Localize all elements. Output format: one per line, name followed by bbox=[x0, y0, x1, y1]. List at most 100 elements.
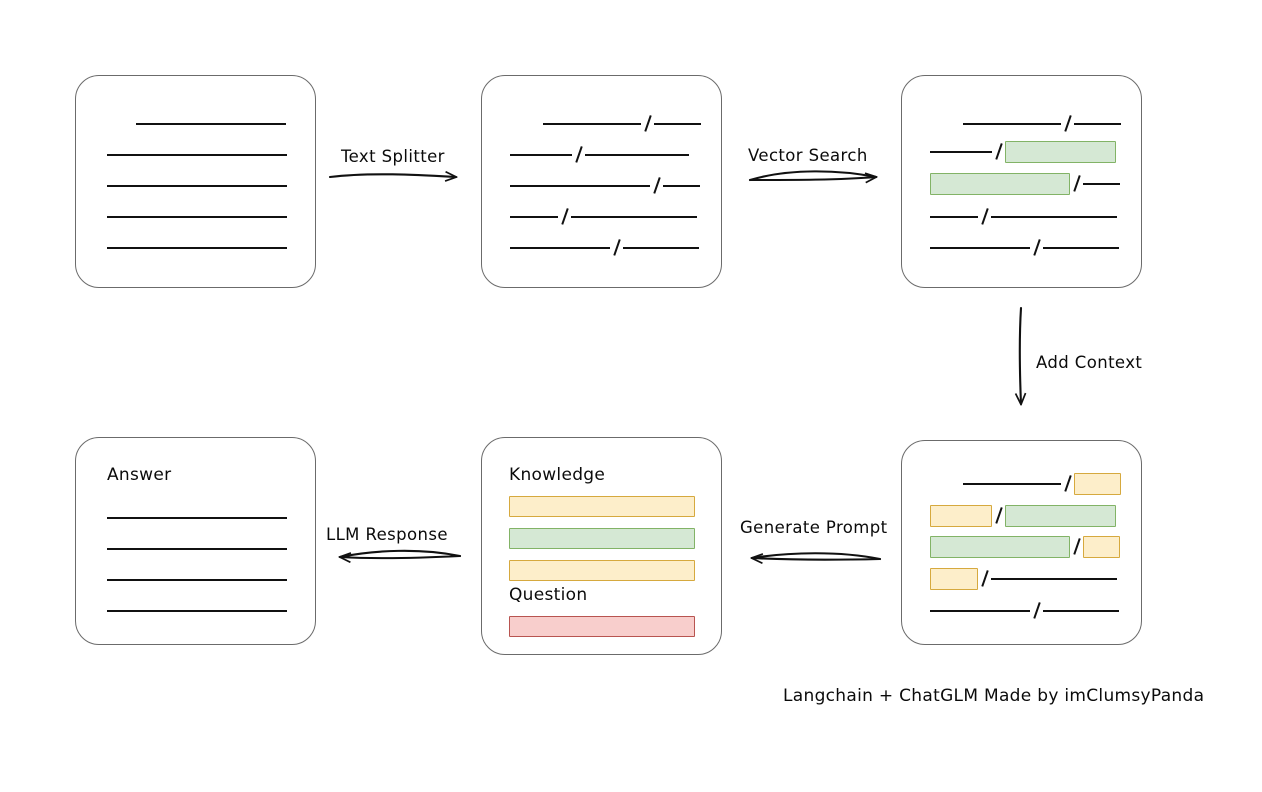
doc-line-row bbox=[76, 145, 287, 165]
context-chunk-highlight[interactable] bbox=[1074, 473, 1121, 495]
chunk-line-row bbox=[482, 145, 689, 165]
chunk-line-row bbox=[902, 141, 1116, 163]
text-line-segment bbox=[1043, 610, 1119, 612]
text-line-segment bbox=[1074, 123, 1121, 125]
slash-separator bbox=[992, 142, 1005, 162]
text-line-segment bbox=[107, 579, 287, 581]
text-line-segment bbox=[107, 610, 287, 612]
answer-line-row bbox=[76, 570, 287, 590]
slash-separator bbox=[1030, 238, 1043, 258]
text-line-segment bbox=[510, 247, 610, 249]
context-chunk-highlight[interactable] bbox=[930, 568, 978, 590]
source-document-rows bbox=[76, 76, 315, 287]
text-line-segment bbox=[654, 123, 701, 125]
slash-separator bbox=[650, 176, 663, 196]
text-line-segment bbox=[930, 247, 1030, 249]
text-line-segment bbox=[571, 216, 697, 218]
arrow-label-text-splitter: Text Splitter bbox=[341, 147, 445, 166]
text-line-segment bbox=[543, 123, 641, 125]
box-source-document[interactable] bbox=[75, 75, 316, 288]
text-line-segment bbox=[930, 216, 978, 218]
chunk-line-row bbox=[902, 601, 1119, 621]
text-line-segment bbox=[510, 216, 558, 218]
knowledge-bar[interactable] bbox=[509, 496, 695, 517]
arrow-label-add-context: Add Context bbox=[1036, 353, 1143, 372]
chunk-line-row bbox=[902, 207, 1117, 227]
box-split-chunks[interactable] bbox=[481, 75, 722, 288]
split-chunks-rows bbox=[482, 76, 721, 287]
text-line-segment bbox=[107, 517, 287, 519]
text-line-segment bbox=[107, 247, 287, 249]
slash-separator bbox=[992, 506, 1005, 526]
text-line-segment bbox=[107, 548, 287, 550]
context-chunk-highlight[interactable] bbox=[1005, 505, 1116, 527]
chunk-line-row bbox=[902, 173, 1120, 195]
arrow-vector-search bbox=[748, 170, 876, 180]
chunk-line-row bbox=[902, 114, 1121, 134]
retrieved-chunk-highlight[interactable] bbox=[1005, 141, 1116, 163]
text-line-segment bbox=[107, 216, 287, 218]
box-answer[interactable]: Answer bbox=[75, 437, 316, 645]
text-line-segment bbox=[107, 154, 287, 156]
answer-line-row bbox=[76, 508, 287, 528]
text-line-segment bbox=[136, 123, 286, 125]
arrow-llm-response bbox=[340, 549, 462, 558]
slash-separator bbox=[1070, 174, 1083, 194]
arrow-label-vector-search: Vector Search bbox=[748, 146, 868, 165]
slash-separator bbox=[1070, 537, 1083, 557]
retrieved-chunk-highlight[interactable] bbox=[930, 173, 1070, 195]
text-line-segment bbox=[991, 578, 1117, 580]
footer-credit: Langchain + ChatGLM Made by imClumsyPand… bbox=[783, 686, 1205, 706]
slash-separator bbox=[1061, 114, 1074, 134]
arrow-generate-prompt bbox=[752, 552, 882, 559]
answer-line-row bbox=[76, 539, 287, 559]
box-context-chunks[interactable] bbox=[901, 440, 1142, 645]
chunk-line-row bbox=[482, 114, 701, 134]
arrow-label-llm-response: LLM Response bbox=[326, 525, 448, 544]
slash-separator bbox=[558, 207, 571, 227]
slash-separator bbox=[610, 238, 623, 258]
chunk-line-row bbox=[902, 536, 1120, 558]
answer-rows bbox=[76, 438, 315, 644]
knowledge-bar[interactable] bbox=[509, 528, 695, 549]
doc-line-row bbox=[76, 176, 287, 196]
context-chunk-highlight[interactable] bbox=[1083, 536, 1120, 558]
box-prompt[interactable]: Knowledge Question bbox=[481, 437, 722, 655]
text-line-segment bbox=[585, 154, 689, 156]
context-chunk-highlight[interactable] bbox=[930, 536, 1070, 558]
chunk-line-row bbox=[902, 568, 1117, 590]
text-line-segment bbox=[963, 483, 1061, 485]
box-retrieved-chunks[interactable] bbox=[901, 75, 1142, 288]
text-line-segment bbox=[963, 123, 1061, 125]
doc-line-row bbox=[76, 114, 286, 134]
text-line-segment bbox=[930, 151, 992, 153]
question-label: Question bbox=[509, 585, 588, 605]
context-chunk-highlight[interactable] bbox=[930, 505, 992, 527]
arrow-label-generate-prompt: Generate Prompt bbox=[740, 518, 888, 537]
chunk-line-row bbox=[902, 505, 1116, 527]
slash-separator bbox=[572, 145, 585, 165]
text-line-segment bbox=[510, 185, 650, 187]
doc-line-row bbox=[76, 238, 287, 258]
slash-separator bbox=[978, 569, 991, 589]
text-line-segment bbox=[107, 185, 287, 187]
text-line-segment bbox=[510, 154, 572, 156]
chunk-line-row bbox=[482, 238, 699, 258]
slash-separator bbox=[978, 207, 991, 227]
slash-separator bbox=[641, 114, 654, 134]
arrow-text-splitter bbox=[328, 174, 456, 177]
context-chunks-rows bbox=[902, 441, 1141, 644]
answer-line-row bbox=[76, 601, 287, 621]
text-line-segment bbox=[663, 185, 700, 187]
chunk-line-row bbox=[902, 473, 1121, 495]
question-bar[interactable] bbox=[509, 616, 695, 637]
slash-separator bbox=[1061, 474, 1074, 494]
text-line-segment bbox=[623, 247, 699, 249]
text-line-segment bbox=[1043, 247, 1119, 249]
arrow-add-context bbox=[1020, 306, 1021, 404]
knowledge-bar[interactable] bbox=[509, 560, 695, 581]
answer-title: Answer bbox=[107, 465, 172, 485]
doc-line-row bbox=[76, 207, 287, 227]
chunk-line-row bbox=[902, 238, 1119, 258]
retrieved-chunks-rows bbox=[902, 76, 1141, 287]
